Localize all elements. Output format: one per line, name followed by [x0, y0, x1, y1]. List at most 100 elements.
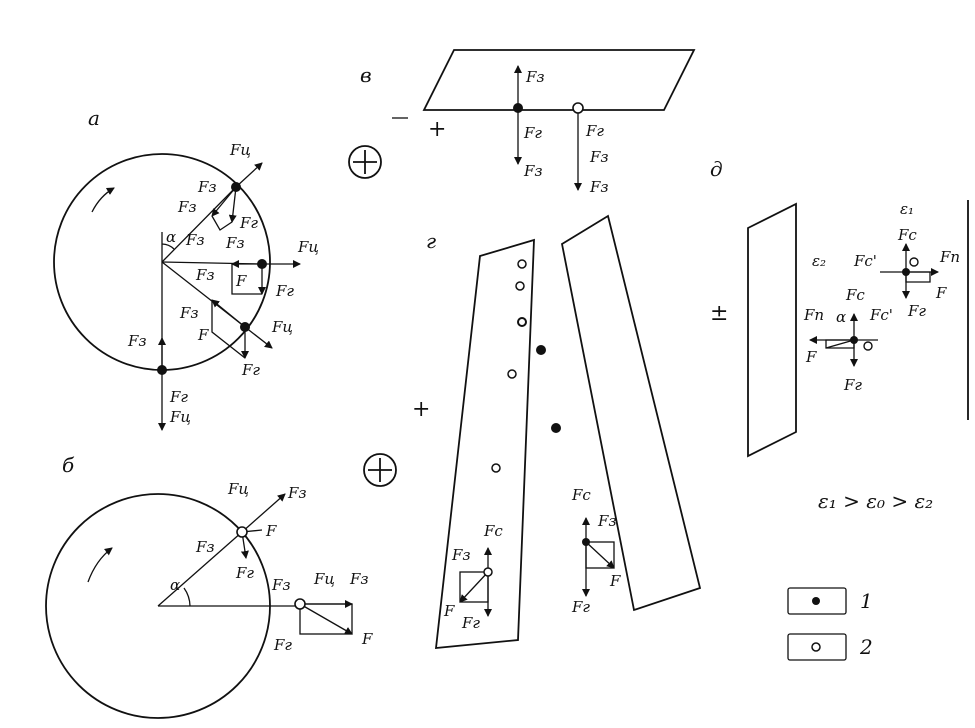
label-fz-a1b: Fз: [177, 198, 197, 216]
panel-b: б α Fз Fц Fз Fг F Fз Fц Fз Fг F: [45, 453, 373, 719]
plate-g-right: [560, 214, 702, 612]
arrow-fz-a1: [211, 186, 237, 217]
label-fc-a1: Fц: [229, 141, 251, 159]
arrow-fc-a1: [235, 162, 263, 188]
label-ff-b1: Fг: [235, 564, 254, 582]
force-parallelogram-a1: [211, 215, 233, 231]
label-ff-g2: Fг: [571, 598, 590, 616]
label-ff-v1: Fг: [523, 124, 542, 142]
arrow-fc-a3: [244, 326, 273, 349]
legend-filled-dot-icon: [812, 597, 820, 605]
legend-box-2: [787, 633, 847, 661]
label-f-d2: F: [805, 348, 817, 366]
label-fc-g2: Fc: [571, 486, 591, 504]
label-fz-a-mid2: Fз: [225, 234, 245, 252]
radius-a-1: [161, 186, 237, 263]
label-f-g2: F: [609, 572, 621, 590]
circled-plus-2: [363, 453, 397, 487]
plate-g-left: [434, 238, 535, 650]
label-fz-v1-up: Fз: [525, 68, 545, 86]
alpha-label-b: α: [170, 576, 180, 594]
particle-filled-a4: [157, 365, 167, 375]
particle-hollow-g7: [491, 463, 501, 473]
label-ff-d2: Fг: [843, 376, 862, 394]
panel-g: г + Fc Fз F Fг Fc Fз F Fг: [412, 214, 702, 650]
label-fc-d1: Fc: [897, 226, 917, 244]
particle-filled-g6: [551, 423, 561, 433]
circled-plus-1: [348, 145, 382, 179]
label-f-b2: F: [361, 630, 373, 648]
particle-filled-a1: [231, 182, 241, 192]
arrow-ff-a1: [228, 186, 237, 223]
label-ff-v2: Fг: [585, 122, 604, 140]
label-fc-g1: Fc: [483, 522, 503, 540]
epsilon-relation: ε₁ > ε₀ > ε₂: [818, 489, 933, 513]
label-fz-a1: Fз: [197, 178, 217, 196]
label-ff-a2: Fг: [275, 282, 294, 300]
alpha-label-d: α: [836, 308, 846, 326]
label-fz-g2: Fз: [597, 512, 617, 530]
plate-v: [422, 49, 696, 111]
label-ff-a1: Fг: [239, 214, 258, 232]
force-box-d2: [825, 339, 855, 349]
particle-hollow-g5: [507, 369, 517, 379]
label-fz-a3: Fз: [179, 304, 199, 322]
arrow-f-d2: [825, 339, 855, 349]
force-parallelogram-a3: [211, 300, 246, 359]
panel-v-label: в: [360, 63, 372, 87]
label-fn-d1: Fп: [939, 248, 960, 266]
alpha-label-a: α: [166, 228, 176, 246]
particle-filled-d1: [902, 268, 910, 276]
sign-plus-minus-d: ±: [710, 301, 728, 326]
label-fcp-d1: Fc': [853, 252, 877, 270]
label-fz-b1-top: Fз: [287, 484, 307, 502]
particle-hollow-g2: [515, 281, 525, 291]
arrow-f-g2: [585, 541, 615, 569]
panel-b-label: б: [62, 453, 75, 477]
force-box-d1: [905, 271, 931, 283]
particle-filled-g9: [582, 538, 590, 546]
label-ff-a4: Fг: [169, 388, 188, 406]
force-parallelogram-a2: [231, 264, 262, 295]
label-f-d1: F: [935, 284, 947, 302]
label-f-a2: F: [235, 272, 247, 290]
label-fc-b1: Fц: [227, 480, 249, 498]
panel-a: а α Fц Fз Fз Fг Fз Fз Fц Fз Fг F: [53, 106, 319, 431]
panel-v: в + Fз Fг Fз Fг Fз Fз: [360, 49, 696, 196]
label-ff-d1: Fг: [907, 302, 926, 320]
label-ff-a3: Fг: [241, 361, 260, 379]
particle-hollow-d2: [863, 341, 873, 351]
particle-hollow-d1: [909, 257, 919, 267]
rotation-arrow-a: [91, 187, 115, 213]
label-fz-a-mid1: Fз: [185, 231, 205, 249]
rotation-arrow-b: [87, 547, 113, 583]
legend-hollow-dot-icon: [811, 642, 821, 652]
panel-g-label: г: [426, 229, 436, 253]
particle-hollow-b2: [294, 598, 306, 610]
particle-hollow-g3: [517, 317, 527, 327]
label-fc-d2: Fc: [845, 286, 865, 304]
label-f-b1: F: [265, 522, 277, 540]
arrow-f-b2: [299, 603, 353, 635]
sign-plus-v: +: [428, 117, 446, 142]
particle-filled-g4: [536, 345, 546, 355]
plate-d: [747, 202, 797, 458]
label-fc-b2: Fц: [313, 570, 335, 588]
panel-d: д ± ε₁ Fc Fп Fc' F Fг ε₂ Fc Fc' Fп F Fг …: [710, 157, 969, 513]
label-e1-d: ε₁: [900, 200, 914, 218]
label-e2-d: ε₂: [812, 252, 826, 270]
particle-hollow-g8: [483, 567, 493, 577]
label-f-g1: F: [443, 602, 455, 620]
arrow-fz-b1: [241, 493, 286, 533]
particle-filled-a2: [257, 259, 267, 269]
particle-hollow-g1: [517, 259, 527, 269]
label-ff-b2: Fг: [273, 636, 292, 654]
arrow-f-g1: [459, 571, 489, 603]
panel-a-label: а: [88, 106, 100, 130]
particle-hollow-v2: [572, 102, 584, 114]
label-fz-a4: Fз: [127, 332, 147, 350]
legend-box-1: [787, 587, 847, 615]
label-fcp-d2: Fc': [869, 306, 893, 324]
particle-filled-a3: [240, 322, 250, 332]
